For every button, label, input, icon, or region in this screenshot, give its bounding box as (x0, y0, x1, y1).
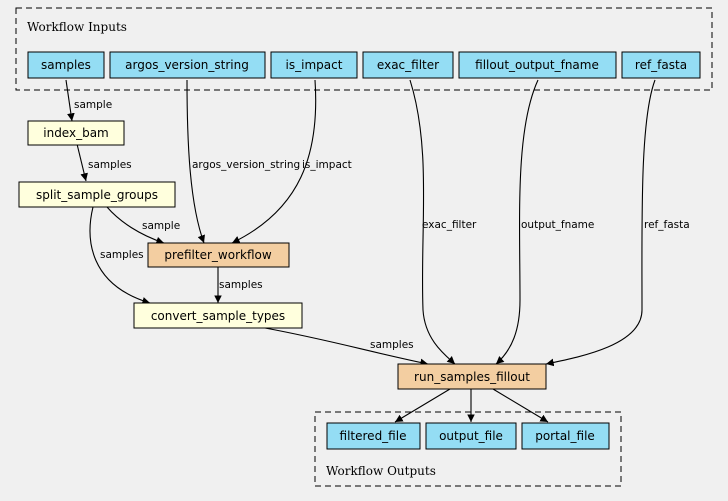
node-fillout-output-fname[interactable]: fillout_output_fname (458, 51, 617, 79)
edge-fasta-fillout (545, 79, 656, 367)
svg-text:filtered_file: filtered_file (340, 429, 407, 443)
workflow-outputs-label: Workflow Outputs (326, 464, 436, 478)
node-convert-sample-types[interactable]: convert_sample_types (133, 302, 303, 329)
edge-label-split-sample: sample (142, 220, 180, 232)
svg-text:output_file: output_file (439, 429, 503, 443)
edge-samples-index-bam (65, 79, 75, 122)
node-ref-fasta[interactable]: ref_fasta (621, 51, 701, 79)
edge-label-sample: sample (74, 99, 112, 111)
svg-text:ref_fasta: ref_fasta (635, 58, 687, 72)
node-portal-file[interactable]: portal_file (521, 422, 610, 450)
svg-text:run_samples_fillout: run_samples_fillout (414, 370, 530, 384)
node-samples[interactable]: samples (27, 51, 105, 79)
svg-text:convert_sample_types: convert_sample_types (151, 309, 285, 323)
svg-text:split_sample_groups: split_sample_groups (36, 188, 158, 202)
edge-label-samples-1: samples (88, 159, 132, 171)
edge-label-ref-fasta: ref_fasta (644, 219, 690, 231)
edge-fillout-portal (492, 388, 549, 423)
edge-label-impact: is_impact (302, 159, 352, 171)
edge-label-split-samples: samples (100, 249, 144, 261)
node-prefilter-workflow[interactable]: prefilter_workflow (147, 242, 290, 268)
edge-exac-fillout (409, 79, 456, 365)
edge-argos-prefilter (186, 79, 205, 244)
node-is-impact[interactable]: is_impact (270, 51, 358, 79)
svg-text:exac_filter: exac_filter (377, 58, 439, 72)
node-filtered-file[interactable]: filtered_file (326, 422, 421, 450)
node-run-samples-fillout[interactable]: run_samples_fillout (397, 363, 547, 390)
edge-label-prefilter-samples: samples (219, 279, 263, 291)
workflow-inputs-cluster (15, 7, 713, 91)
edge-label-argos: argos_version_string (192, 159, 300, 171)
edge-split-convert (89, 206, 151, 305)
svg-text:index_bam: index_bam (43, 126, 109, 140)
svg-text:prefilter_workflow: prefilter_workflow (164, 248, 272, 262)
edge-index-bam-split (76, 143, 88, 182)
node-argos-version-string[interactable]: argos_version_string (109, 51, 266, 79)
edge-convert-fillout (264, 327, 429, 367)
workflow-outputs-cluster (314, 411, 622, 487)
edge-fillout-filtered (394, 388, 451, 423)
svg-text:is_impact: is_impact (286, 58, 343, 72)
edge-label-convert-samples: samples (370, 339, 414, 351)
edge-label-exac: exac_filter (422, 219, 477, 231)
svg-text:argos_version_string: argos_version_string (125, 58, 249, 72)
svg-text:samples: samples (41, 58, 91, 72)
node-index-bam[interactable]: index_bam (27, 120, 125, 146)
svg-text:fillout_output_fname: fillout_output_fname (475, 58, 599, 72)
workflow-inputs-label: Workflow Inputs (27, 20, 127, 34)
edge-split-prefilter (106, 206, 165, 245)
svg-text:portal_file: portal_file (535, 429, 595, 443)
edge-label-output-fname: output_fname (521, 219, 594, 231)
edge-impact-prefilter (231, 79, 317, 244)
edge-fname-fillout (495, 79, 539, 365)
node-exac-filter[interactable]: exac_filter (362, 51, 454, 79)
node-output-file[interactable]: output_file (425, 422, 517, 450)
node-split-sample-groups[interactable]: split_sample_groups (18, 181, 176, 208)
